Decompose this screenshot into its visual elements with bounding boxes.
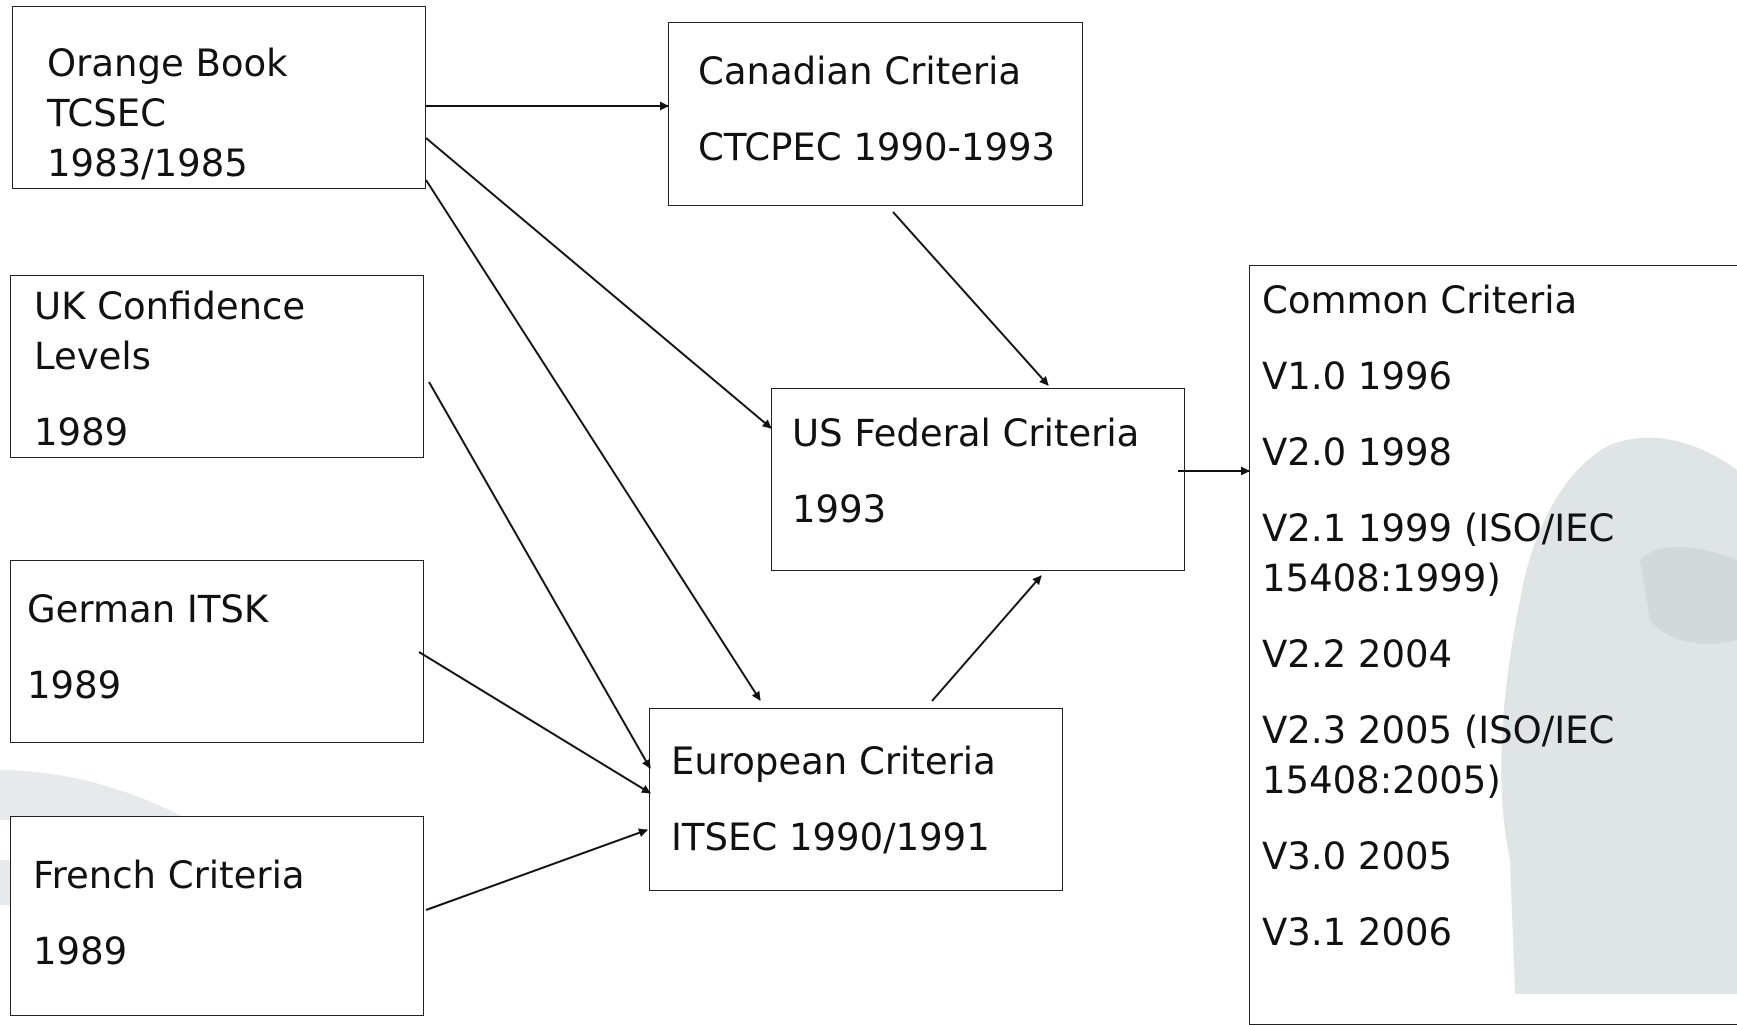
node-common-criteria: Common Criteria V1.0 1996 V2.0 1998 V2.1… <box>1249 265 1737 1025</box>
arrow-european-to-us-federal <box>931 575 1042 702</box>
node-label: French Criteria <box>33 854 305 897</box>
node-label: V2.0 1998 <box>1262 431 1453 474</box>
node-french-criteria: French Criteria 1989 <box>10 816 424 1016</box>
node-label: V1.0 1996 <box>1262 355 1453 398</box>
node-european-criteria: European Criteria ITSEC 1990/1991 <box>649 708 1063 891</box>
node-label: European Criteria <box>671 740 996 783</box>
node-german-itsk: German ITSK 1989 <box>10 560 424 743</box>
node-label: ITSEC 1990/1991 <box>671 816 990 859</box>
node-label: 1989 <box>34 411 129 454</box>
node-label: 1989 <box>33 930 128 973</box>
node-label: V2.2 2004 <box>1262 633 1453 676</box>
arrow-uk-to-european <box>428 381 651 769</box>
node-label: UK Confidence <box>34 285 306 328</box>
arrows-layer <box>418 101 1250 911</box>
node-label: V2.3 2005 (ISO/IEC <box>1262 709 1615 752</box>
node-label: V3.0 2005 <box>1262 835 1453 878</box>
node-label: Common Criteria <box>1262 279 1578 322</box>
node-label: V2.1 1999 (ISO/IEC <box>1262 507 1615 550</box>
node-label: 1983/1985 <box>47 142 248 185</box>
node-label: German ITSK <box>27 588 269 631</box>
node-label: CTCPEC 1990-1993 <box>698 126 1056 169</box>
arrow-orange-to-european <box>425 179 761 701</box>
arrow-french-to-european <box>425 828 648 911</box>
node-label: V3.1 2006 <box>1262 911 1453 954</box>
node-label: Orange Book <box>47 42 288 85</box>
node-orange-book: Orange Book TCSEC 1983/1985 <box>12 6 426 189</box>
arrow-canadian-to-us-federal <box>892 211 1049 386</box>
node-label: US Federal Criteria <box>792 412 1140 455</box>
node-label: 1989 <box>27 664 122 707</box>
arrow-german-to-european <box>418 651 651 794</box>
node-label: 15408:1999) <box>1262 557 1501 600</box>
node-us-federal-criteria: US Federal Criteria 1993 <box>771 388 1185 571</box>
node-label: 15408:2005) <box>1262 759 1501 802</box>
node-label: TCSEC <box>47 92 166 135</box>
arrow-orange-to-us-federal <box>425 137 772 429</box>
node-canadian-criteria: Canadian Criteria CTCPEC 1990-1993 <box>668 22 1083 206</box>
node-uk-confidence-levels: UK Confidence Levels 1989 <box>10 275 424 458</box>
node-label: Levels <box>34 335 151 378</box>
node-label: Canadian Criteria <box>698 50 1022 93</box>
node-label: 1993 <box>792 488 887 531</box>
